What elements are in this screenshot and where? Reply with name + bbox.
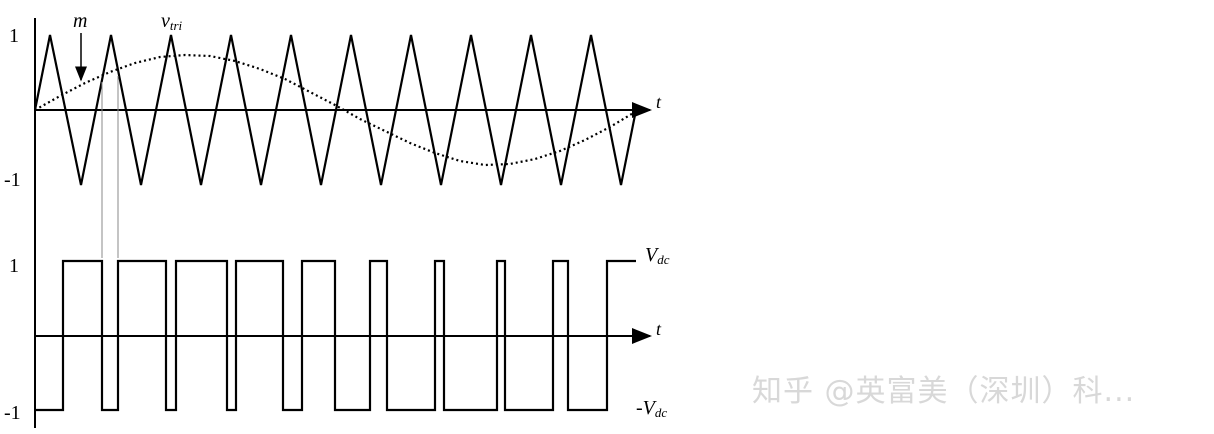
modulating-label: m [73,10,87,32]
bottom-y-tick-neg: -1 [4,402,21,424]
bottom-y-tick-pos: 1 [9,255,19,277]
vdc-low-label: -Vdc [636,397,667,420]
zhihu-watermark: 知乎 @英富美（深圳）科... [752,374,1136,409]
top-time-axis-label: t [656,92,662,112]
carrier-label: vtri [161,10,183,33]
top-y-tick-neg: -1 [4,169,21,191]
modulating-sine-wave [34,53,636,167]
vdc-high-label: Vdc [645,244,670,267]
top-y-tick-pos: 1 [9,25,19,47]
pwm-output-wave [35,259,636,412]
triangular-carrier-wave [33,34,638,186]
bottom-time-axis-label: t [656,319,662,339]
